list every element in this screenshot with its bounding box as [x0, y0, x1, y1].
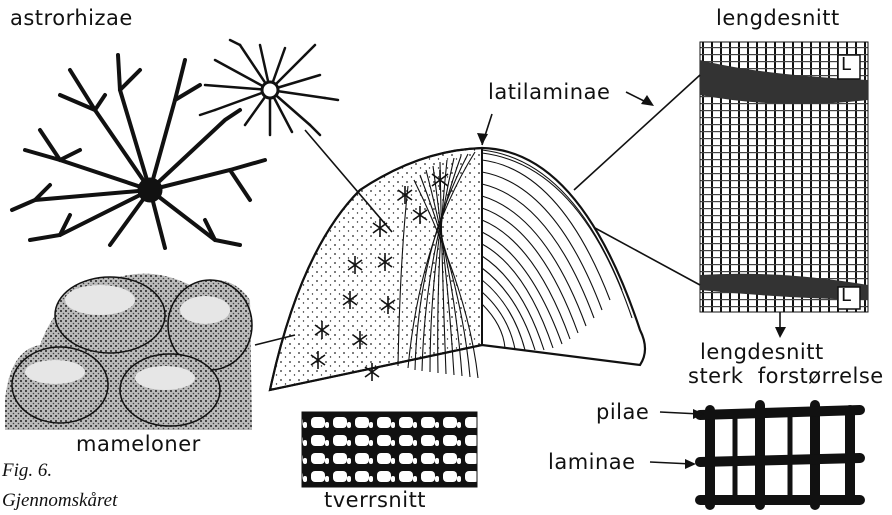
mameloner-illustration	[5, 274, 252, 430]
label-pilae: pilae	[596, 400, 649, 424]
pilae-laminae-illustration	[700, 405, 860, 505]
tverrsnitt-illustration	[302, 412, 477, 487]
lengdesnitt-illustration	[700, 42, 868, 312]
label-sterk-forstorrelse: sterk forstørrelse	[688, 364, 884, 388]
figure-number: Fig. 6.	[2, 460, 52, 482]
label-lengdesnitt-magnified: lengdesnitt	[700, 340, 824, 364]
dome-cross-section	[270, 148, 645, 390]
label-astrorhizae: astrorhizae	[10, 6, 133, 30]
label-latilaminae: latilaminae	[488, 80, 610, 104]
label-L-bottom: L	[841, 285, 852, 306]
label-laminae: laminae	[548, 450, 636, 474]
label-lengdesnitt: lengdesnitt	[716, 6, 840, 30]
figure-caption: Gjennomskåret	[2, 490, 117, 512]
label-tverrsnitt: tverrsnitt	[324, 488, 426, 512]
label-mameloner: mameloner	[76, 432, 201, 456]
label-L-top: L	[841, 54, 852, 75]
astrorhizae-illustration	[12, 40, 338, 248]
